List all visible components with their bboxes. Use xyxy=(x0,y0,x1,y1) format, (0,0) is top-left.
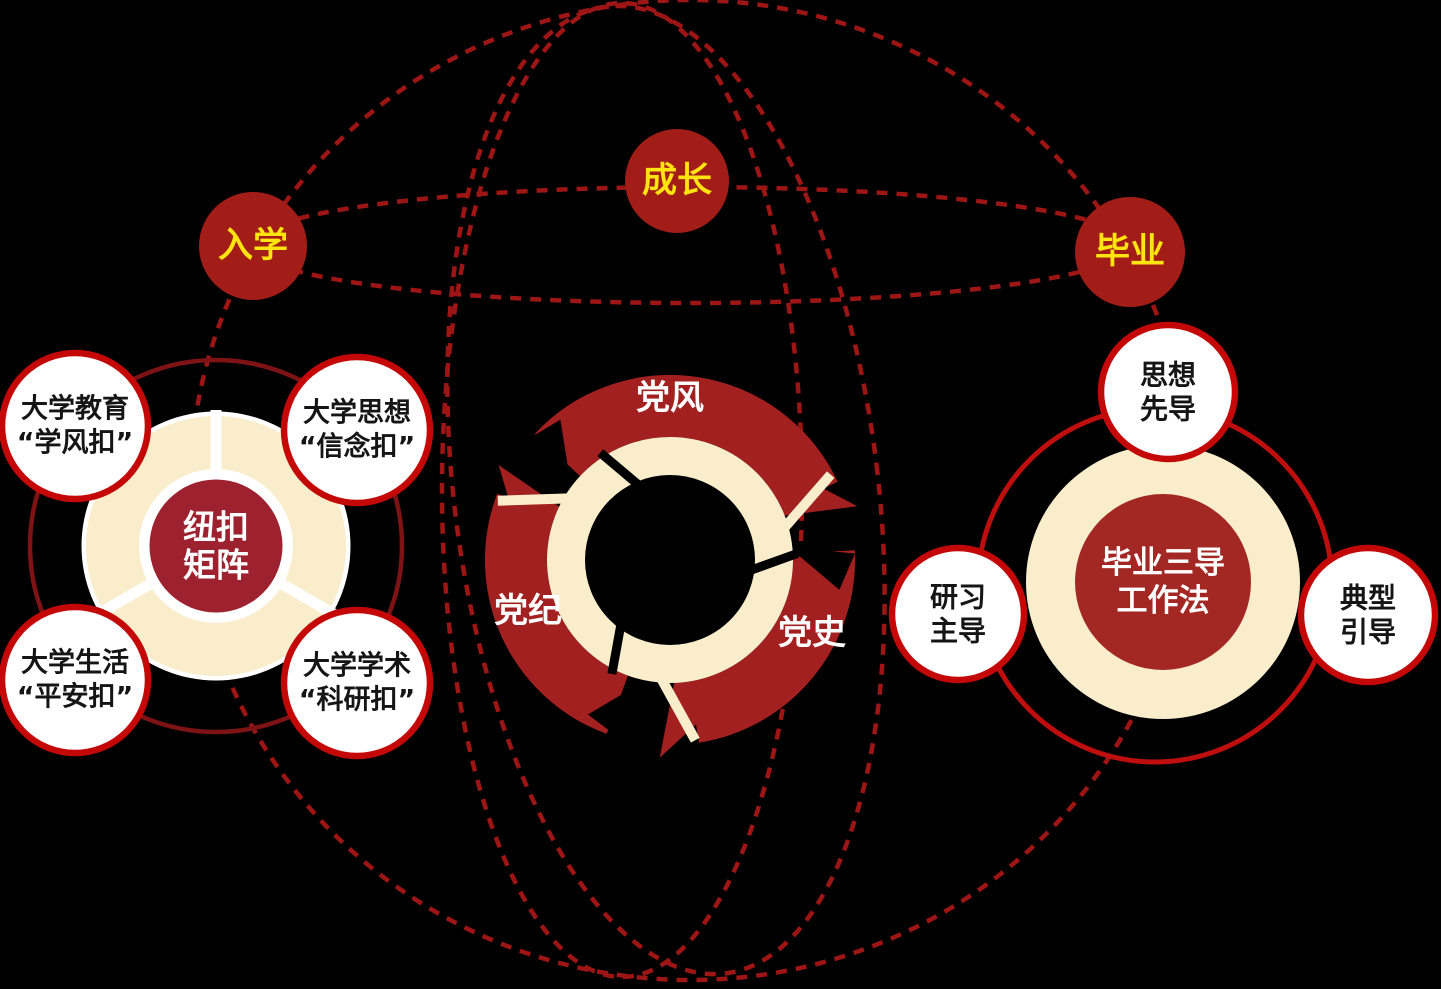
cycle-arc-party-discipline xyxy=(485,493,629,734)
cycle-cream-notch-right xyxy=(749,549,800,575)
satellite-study-led-line2: 主导 xyxy=(930,615,986,648)
satellite-ideology-first: 思想 先导 xyxy=(1097,321,1239,463)
satellite-model-guided-circle xyxy=(1297,544,1439,686)
button-matrix-group: 纽扣 矩阵 大学教育 “学风扣” 大学思想 “信念扣” 大学生活 “平安扣” 大… xyxy=(0,349,434,760)
satellite-ideology-first-circle xyxy=(1097,321,1239,463)
graduation-method-group: 毕业三导 工作法 思想 先导 研习 主导 典型 引导 xyxy=(888,321,1439,765)
cycle-label-party-discipline: 党纪 xyxy=(494,591,562,631)
graduation-method-center-line2: 工作法 xyxy=(1117,583,1210,619)
cycle-arc-party-history xyxy=(688,550,855,743)
cycle-arc-party-conduct xyxy=(534,375,838,509)
graduation-method-center-line1: 毕业三导 xyxy=(1101,545,1225,581)
cycle-label-party-history: 党史 xyxy=(778,613,846,653)
divider-top xyxy=(210,410,222,492)
node-growth-circle xyxy=(625,129,729,233)
satellite-study-led-line1: 研习 xyxy=(930,581,986,614)
satellite-academics-circle xyxy=(280,606,434,760)
satellite-study-led: 研习 主导 xyxy=(888,544,1028,684)
cycle-cream-slash-upper-left xyxy=(497,492,603,506)
node-enrollment-label: 入学 xyxy=(218,225,288,266)
satellite-education-line1: 大学教育 xyxy=(21,393,129,425)
satellite-thought-circle xyxy=(280,353,434,507)
node-enrollment-circle xyxy=(199,192,307,300)
cycle-label-party-conduct: 党风 xyxy=(636,378,704,418)
satellite-life-line1: 大学生活 xyxy=(21,647,129,679)
satellite-academics-line2: “科研扣” xyxy=(299,685,416,716)
satellite-model-guided-line1: 典型 xyxy=(1340,582,1396,615)
button-matrix-outer-ring xyxy=(27,357,405,735)
timeline-nodes-group: 入学 成长 毕业 xyxy=(199,129,1185,307)
button-matrix-center-circle xyxy=(149,479,283,613)
satellite-study-led-circle xyxy=(888,544,1028,684)
cycle-cream-notch-upper-left xyxy=(597,449,641,488)
party-cycle-group: 党风 党纪 党史 xyxy=(485,375,858,758)
cycle-shadow-upper-left xyxy=(526,419,572,489)
node-graduation-label: 毕业 xyxy=(1095,232,1165,272)
satellite-ideology-first-line1: 思想 xyxy=(1140,359,1196,392)
cycle-cream-notch-bottom xyxy=(607,624,626,675)
satellite-thought: 大学思想 “信念扣” xyxy=(280,353,434,507)
satellite-thought-line2: “信念扣” xyxy=(299,431,416,463)
button-matrix-center-line2: 矩阵 xyxy=(183,546,249,585)
satellite-academics: 大学学术 “科研扣” xyxy=(280,606,434,760)
satellite-education-line2: “学风扣” xyxy=(17,427,134,459)
node-graduation: 毕业 xyxy=(1075,197,1185,307)
satellite-education-circle xyxy=(0,349,152,503)
button-matrix-center-line1: 纽扣 xyxy=(183,508,249,547)
cycle-shadow-bottom xyxy=(587,678,650,738)
node-enrollment: 入学 xyxy=(199,192,307,300)
satellite-model-guided: 典型 引导 xyxy=(1297,544,1439,686)
cycle-shadow-right xyxy=(789,547,855,590)
satellite-education: 大学教育 “学风扣” xyxy=(0,349,152,503)
satellite-thought-line1: 大学思想 xyxy=(303,397,411,429)
cycle-cream-slash-right xyxy=(758,471,835,557)
satellite-life-circle xyxy=(0,603,152,757)
node-growth: 成长 xyxy=(625,129,729,233)
satellite-academics-line1: 大学学术 xyxy=(303,650,411,682)
node-growth-label: 成长 xyxy=(642,161,712,201)
satellite-life: 大学生活 “平安扣” xyxy=(0,603,152,757)
satellite-model-guided-line2: 引导 xyxy=(1340,616,1396,649)
satellite-life-line2: “平安扣” xyxy=(17,682,134,713)
cycle-inner-cream-ring xyxy=(547,437,793,683)
orbit-ellipse-meridian-wide xyxy=(445,3,887,977)
satellite-ideology-first-line2: 先导 xyxy=(1140,393,1196,426)
graduation-method-center-circle xyxy=(1075,494,1251,670)
cycle-cream-slash-bottom xyxy=(640,645,700,743)
node-graduation-circle xyxy=(1075,197,1185,307)
